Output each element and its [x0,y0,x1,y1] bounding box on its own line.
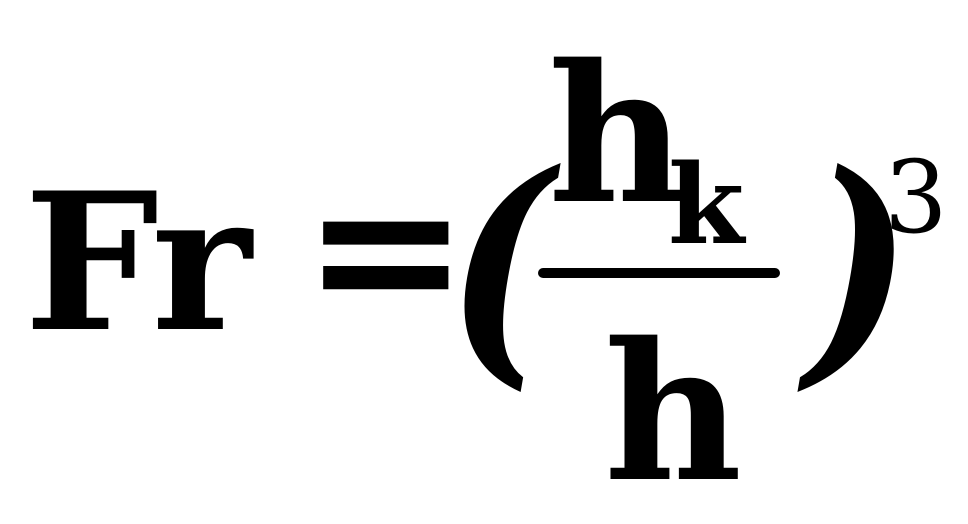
denominator-h: h [604,301,743,524]
exponent: 3 [884,139,948,256]
numerator-subscript-k: k [668,140,745,269]
fraction-bar [538,268,780,278]
froude-number-symbol: Fr [24,151,252,374]
equals-sign: = [302,133,470,366]
open-parenthesis: ( [445,118,553,412]
close-parenthesis: ) [805,118,913,412]
numerator-h: h [548,23,687,246]
